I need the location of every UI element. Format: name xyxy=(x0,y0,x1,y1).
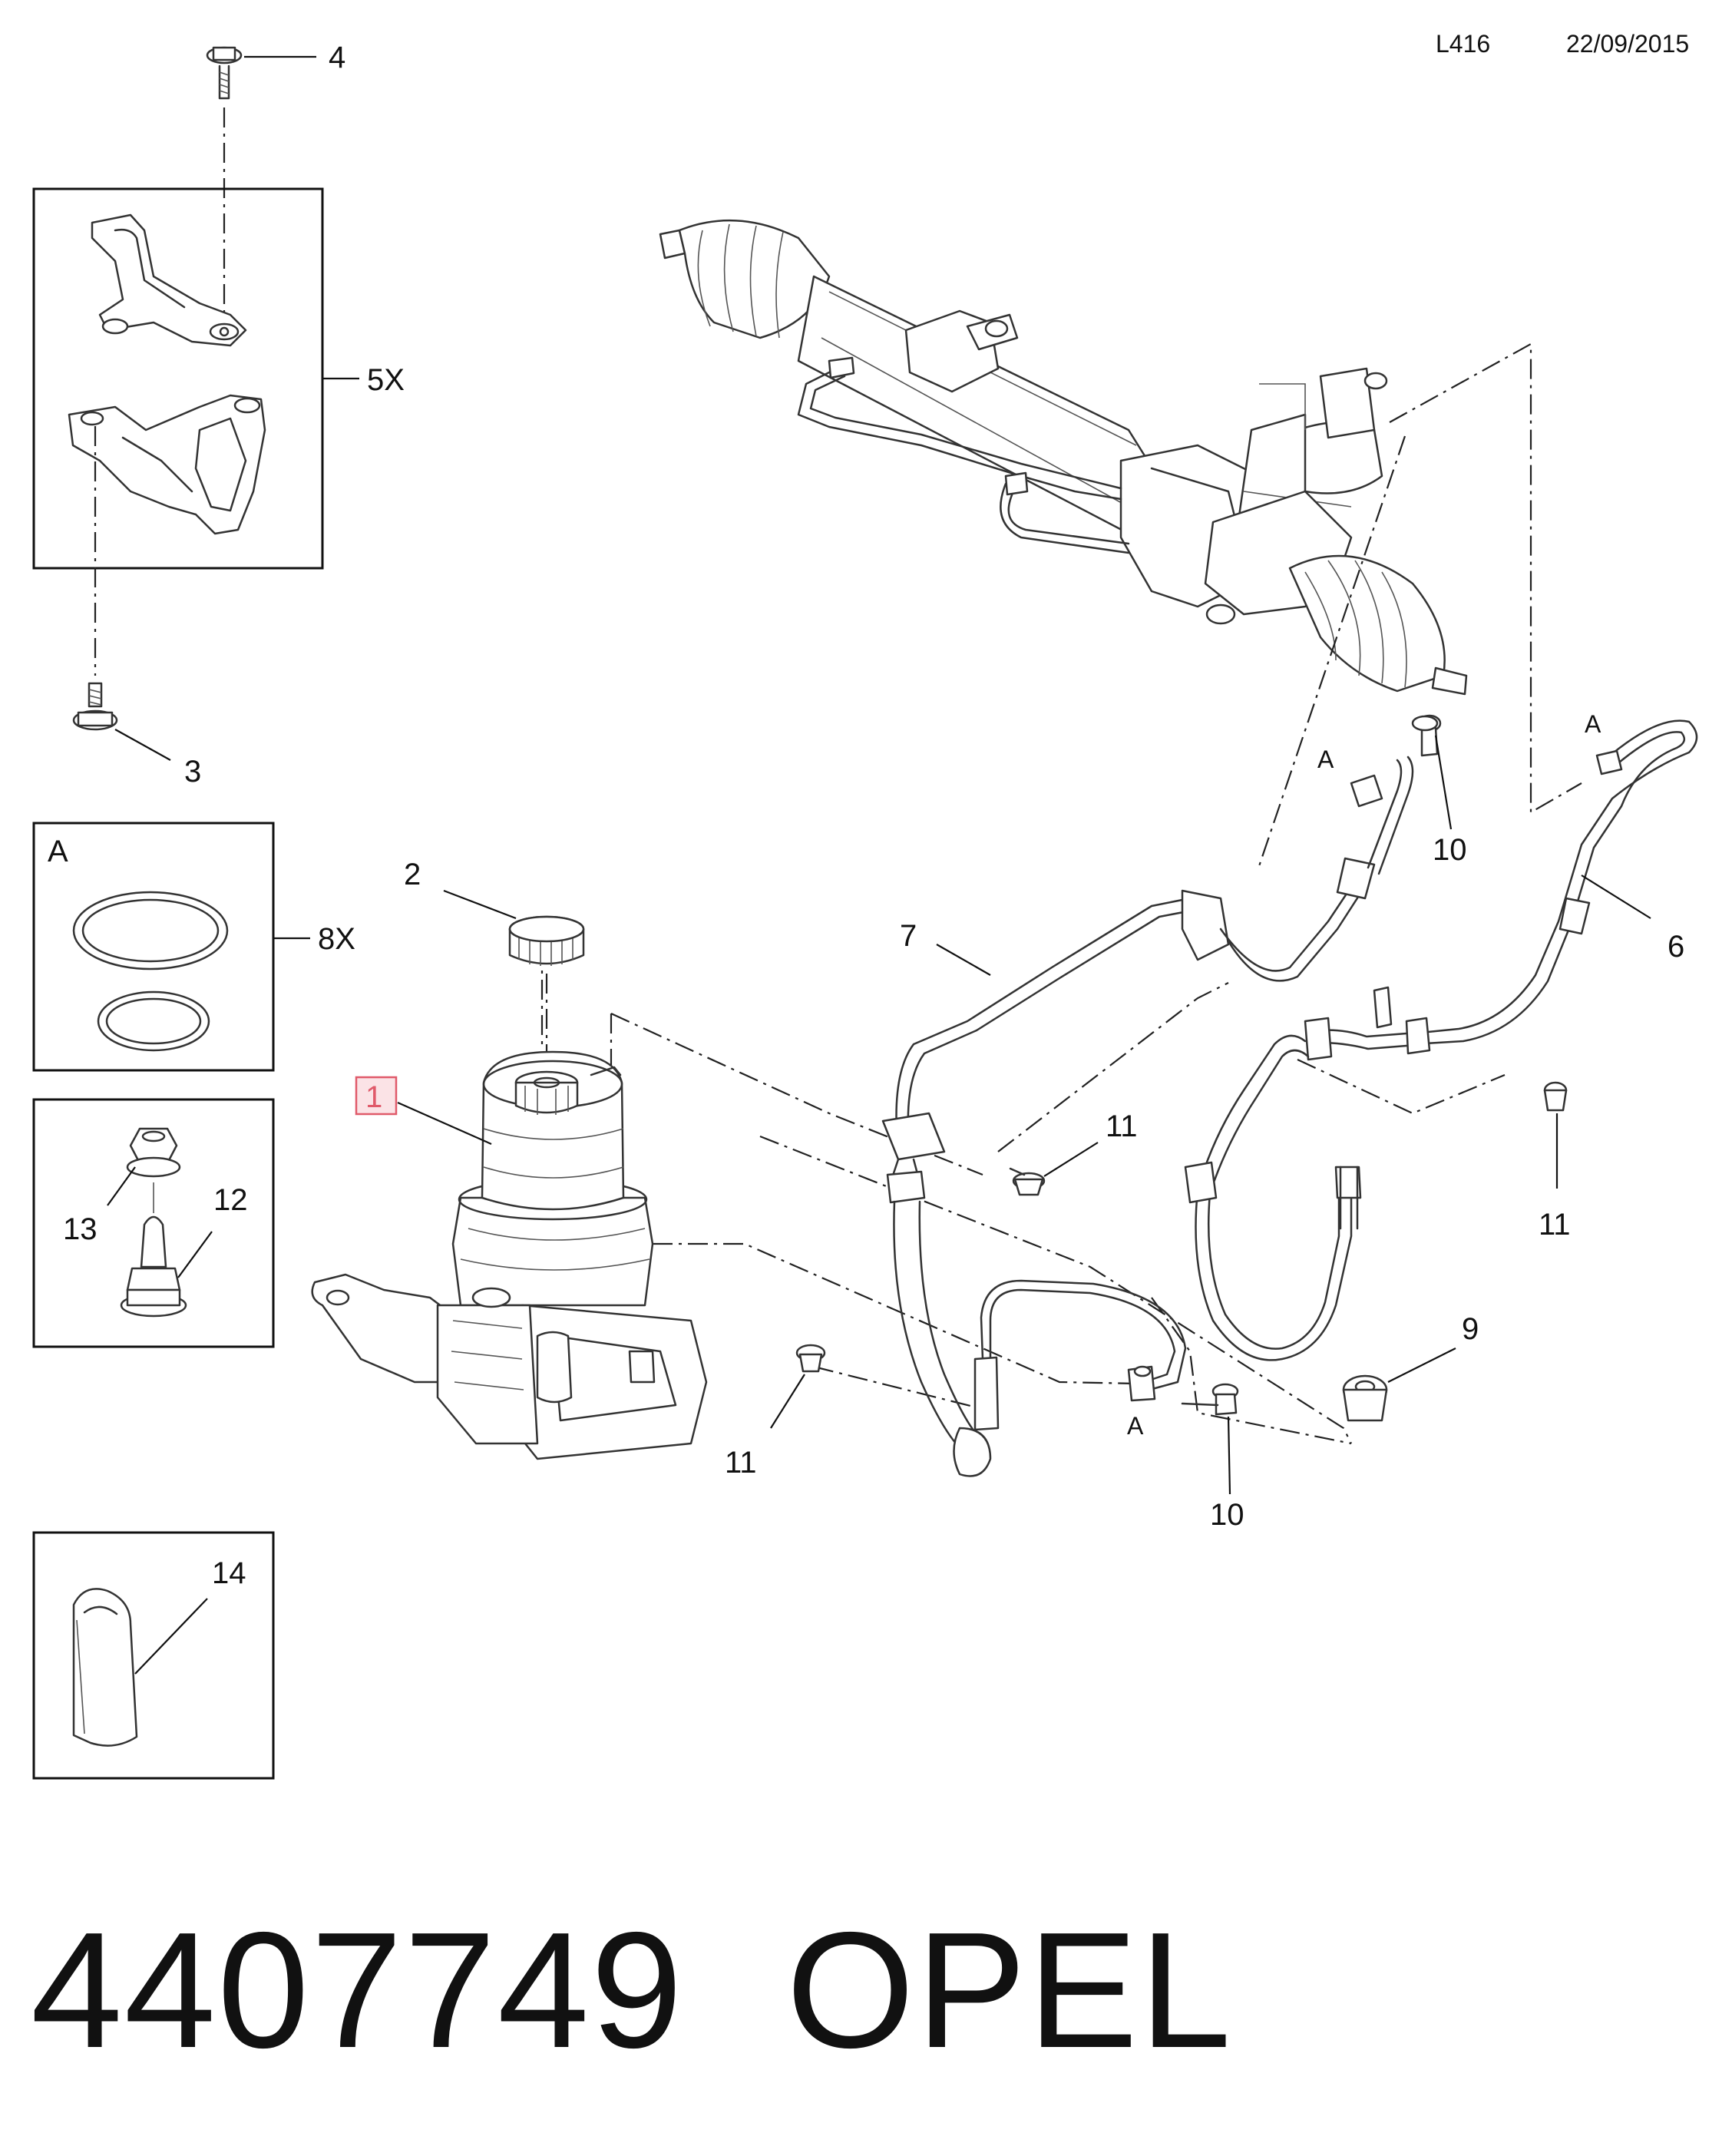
steering-rack-drawing xyxy=(659,219,1468,696)
electro-hydraulic-pump-drawing xyxy=(311,1050,708,1460)
bolt-10-upper-drawing xyxy=(1411,715,1439,732)
hose-7-drawing xyxy=(881,714,1442,1477)
callout-10-lower[interactable]: 10 xyxy=(1210,1498,1244,1532)
callout-5x[interactable]: 5X xyxy=(367,363,405,397)
o-ring-small-drawing xyxy=(97,990,210,1052)
bolt-10-lower-drawing xyxy=(1181,1383,1239,1416)
clip-box xyxy=(32,1531,275,1780)
callout-2[interactable]: 2 xyxy=(404,858,421,891)
bolt-3-drawing xyxy=(72,682,118,731)
clip-14-drawing xyxy=(72,1588,138,1747)
callout-11-center[interactable]: 11 xyxy=(1106,1109,1138,1143)
callout-4[interactable]: 4 xyxy=(329,41,345,74)
joint-marker-a-upper-right: A xyxy=(1585,710,1601,738)
callout-7[interactable]: 7 xyxy=(900,919,917,953)
part-number: 4407749 xyxy=(31,1897,684,2082)
reference-line-center xyxy=(759,1135,1352,1444)
reference-line-9 xyxy=(1151,1297,1352,1445)
kit-marker-a: A xyxy=(48,835,68,868)
callout-1[interactable]: 1 xyxy=(365,1080,382,1114)
bracket-kit-box xyxy=(32,187,324,570)
bolt-11-center-drawing xyxy=(1009,1167,1046,1196)
callout-6[interactable]: 6 xyxy=(1668,930,1684,964)
clamp-9-drawing xyxy=(1342,1374,1388,1422)
reference-line-11-left xyxy=(813,1365,999,1414)
bolt-11-left-drawing xyxy=(795,1344,826,1373)
callout-12[interactable]: 12 xyxy=(213,1183,248,1217)
upper-bracket-drawing xyxy=(91,213,247,347)
brand-name: OPEL xyxy=(786,1897,1233,2082)
reference-line-11-right xyxy=(1297,1059,1506,1115)
diagram-code: L416 xyxy=(1436,30,1490,58)
callout-13[interactable]: 13 xyxy=(63,1212,98,1246)
reference-line-rack-a xyxy=(1389,342,1582,814)
nut-13-drawing xyxy=(126,1127,181,1178)
callout-8x[interactable]: 8X xyxy=(318,922,355,956)
o-ring-kit-box xyxy=(32,822,275,1072)
joint-marker-a-lower: A xyxy=(1127,1412,1144,1440)
bolt-4-drawing xyxy=(206,46,243,100)
diagram-date: 22/09/2015 xyxy=(1566,30,1689,58)
reference-line-pump-lower xyxy=(653,1242,1137,1385)
return-line-drawing xyxy=(973,1279,1187,1431)
callout-3[interactable]: 3 xyxy=(184,755,201,789)
hose-6-drawing xyxy=(1184,719,1698,1361)
callout-1-highlight xyxy=(355,1076,398,1116)
callout-9[interactable]: 9 xyxy=(1462,1312,1479,1346)
o-ring-large-drawing xyxy=(72,891,229,971)
callout-11-left[interactable]: 11 xyxy=(725,1446,757,1480)
lower-bracket-drawing xyxy=(68,394,266,535)
fastener-kit-box xyxy=(32,1098,275,1348)
callout-10-upper[interactable]: 10 xyxy=(1433,833,1467,867)
stud-12-drawing xyxy=(120,1215,187,1318)
reference-line-hose-7 xyxy=(997,982,1229,1152)
reference-line-rack-b xyxy=(1258,435,1406,867)
callout-11-right[interactable]: 11 xyxy=(1539,1208,1571,1242)
callout-14[interactable]: 14 xyxy=(212,1556,246,1590)
reservoir-cap-2-drawing xyxy=(508,915,585,966)
bolt-11-right-drawing xyxy=(1543,1081,1568,1112)
joint-marker-a-upper-left: A xyxy=(1317,746,1334,773)
